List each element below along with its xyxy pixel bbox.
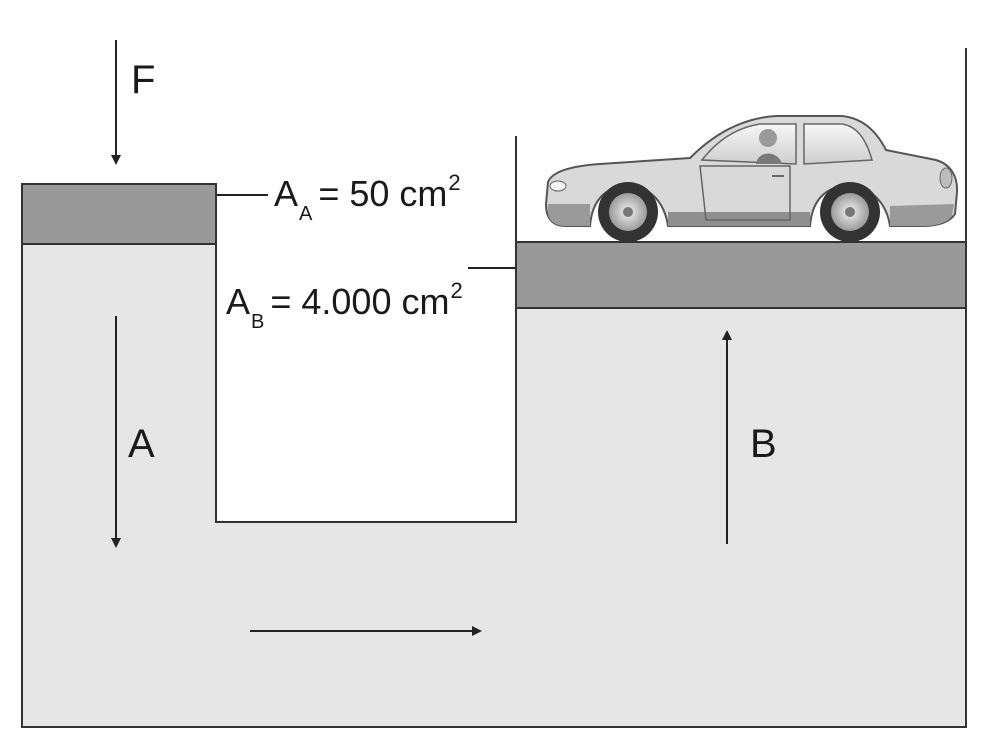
car-front-bumper [548, 204, 590, 226]
area-b-symbol: A [226, 281, 251, 322]
small-piston [21, 183, 217, 245]
area-a-exponent: 2 [448, 170, 461, 195]
car-rear-wheel [820, 182, 880, 242]
car-front-wheel [598, 182, 658, 242]
driver-head [759, 129, 777, 147]
area-b-value: = 4.000 cm [270, 281, 450, 322]
large-piston [515, 241, 967, 309]
piston-b-label: B [750, 422, 777, 466]
piston-a-label: A [128, 422, 155, 466]
car-headlight [549, 180, 567, 192]
car-rear-window [803, 123, 873, 165]
area-b-label: AB= 4.000 cm2 [226, 280, 463, 333]
area-a-label: AA= 50 cm2 [274, 172, 461, 225]
car-taillight [939, 167, 953, 189]
area-a-subscript: A [299, 203, 313, 225]
hydraulic-fluid [22, 244, 966, 727]
car-windshield [700, 123, 797, 165]
area-a-value: = 50 cm [318, 173, 448, 214]
car [544, 115, 959, 242]
car-door [699, 165, 791, 221]
container-outline [21, 48, 967, 728]
car-rocker-shadow [668, 212, 810, 226]
area-a-symbol: A [274, 173, 299, 214]
area-b-subscript: B [251, 311, 265, 333]
area-b-exponent: 2 [450, 278, 463, 303]
force-label: F [131, 58, 156, 102]
driver-body [756, 153, 782, 164]
car-rear-bumper [890, 204, 954, 226]
container-inner-wall [215, 136, 517, 523]
